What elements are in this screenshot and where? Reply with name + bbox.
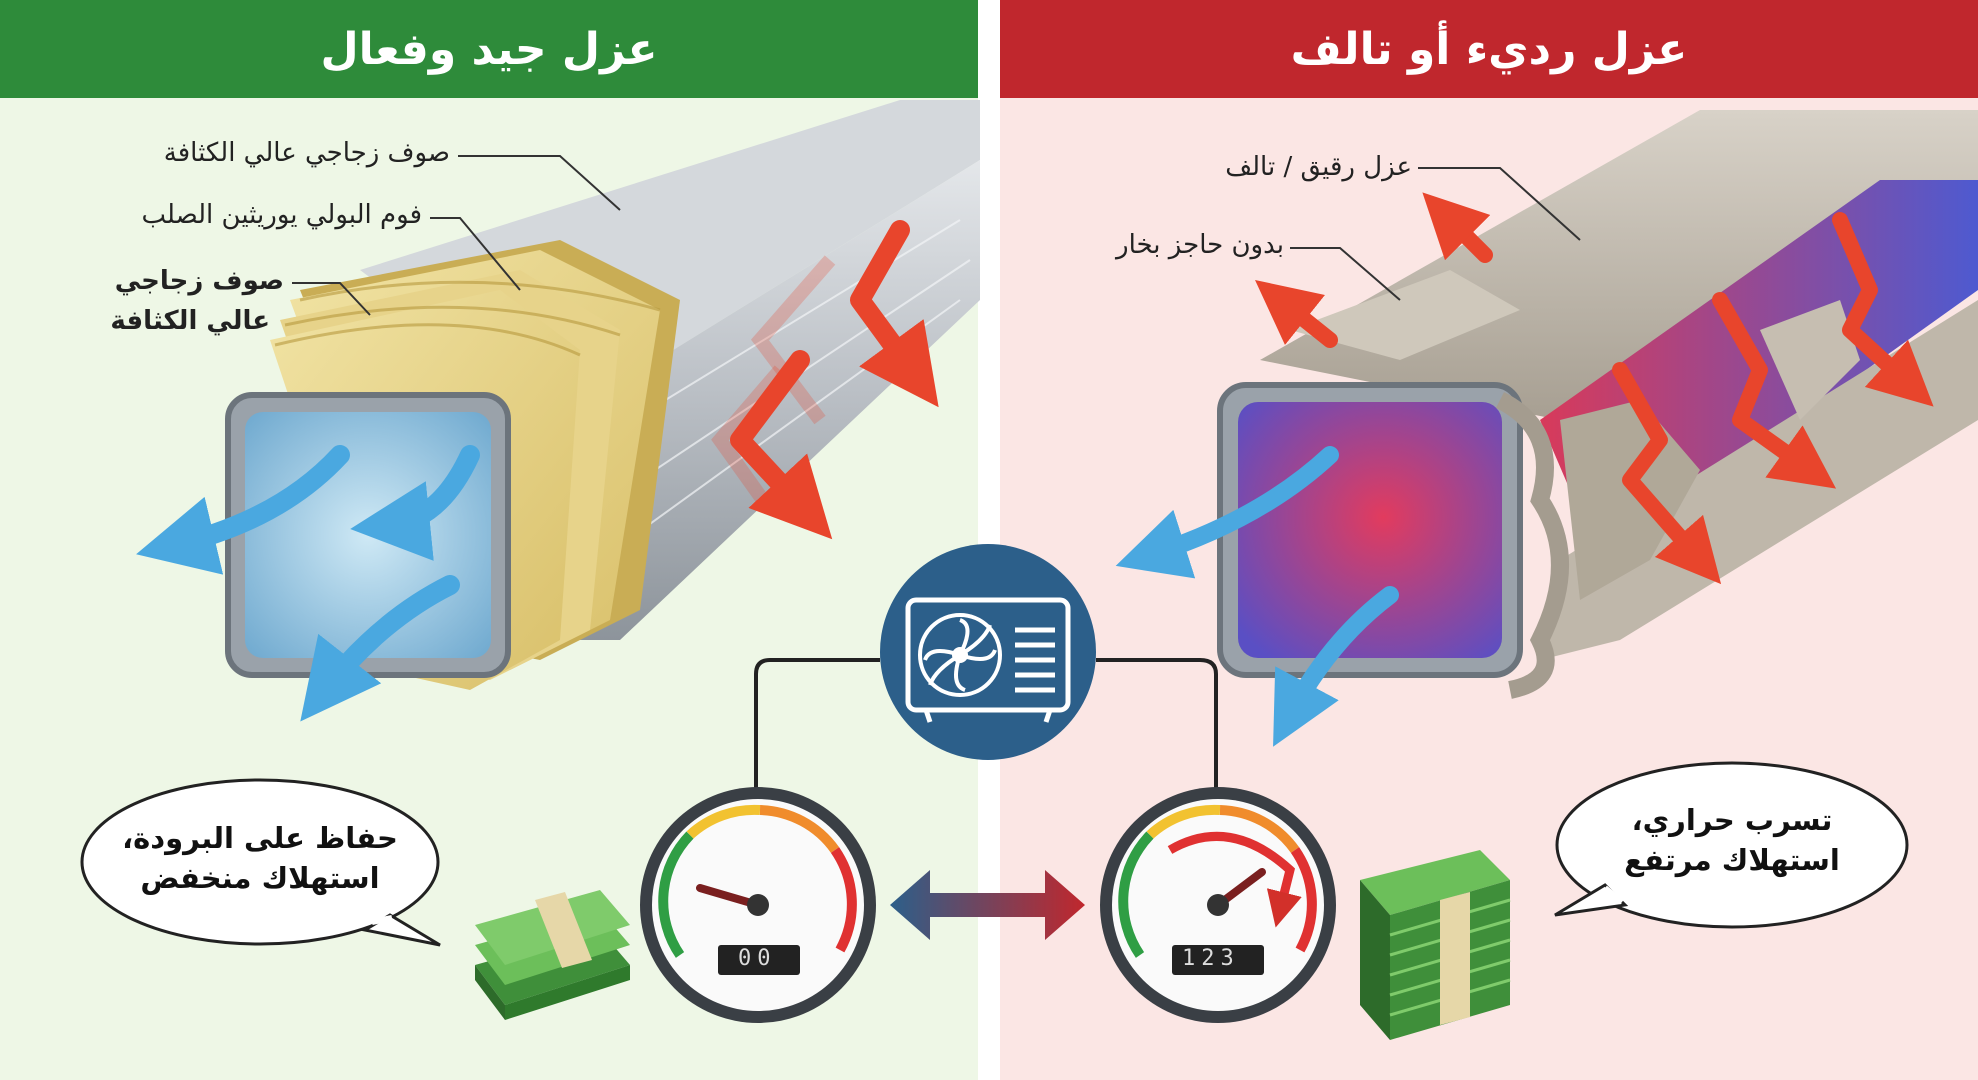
fan-icon	[918, 613, 1002, 697]
label-inner-glass-wool-1: صوف زجاجي	[114, 266, 284, 296]
gauge-high-icon	[1100, 787, 1336, 1023]
heat-leak-arrows	[1255, 192, 1934, 585]
good-bubble-line1: حفاظ على البرودة،	[122, 821, 398, 855]
bad-insulation-title: عزل رديء أو تالف	[1000, 0, 1978, 98]
bad-speech-bubble	[1554, 761, 1909, 929]
label-no-vapor-barrier: بدون حاجز بخار	[1116, 230, 1284, 260]
gauge-low-icon	[640, 787, 876, 1023]
panel-divider	[978, 0, 1000, 1080]
cold-air-arrows	[136, 445, 480, 722]
money-stack-small-icon	[475, 890, 630, 1020]
left-leader-lines	[292, 155, 621, 316]
good-duct-illustration	[225, 100, 980, 690]
good-insulation-title: عزل جيد وفعال	[0, 0, 978, 98]
good-bubble-line2: استهلاك منخفض	[140, 861, 380, 895]
bad-duct-illustration	[1217, 110, 1978, 699]
label-pu-foam: فوم البولي يوريثين الصلب	[141, 200, 422, 230]
bad-bubble-line2: استهلاك مرتفع	[1624, 843, 1840, 877]
ac-unit-icon	[880, 544, 1096, 760]
bad-bubble-line1: تسرب حراري،	[1631, 803, 1833, 837]
right-leader-lines	[1290, 167, 1581, 301]
label-outer-glass-wool: صوف زجاجي عالي الكثافة	[163, 138, 450, 168]
connection-lines	[754, 658, 1218, 790]
good-speech-bubble	[80, 778, 441, 947]
label-inner-glass-wool-2: عالي الكثافة	[110, 306, 270, 336]
cold-air-arrows-weak	[1115, 446, 1399, 747]
money-stack-large-icon	[1360, 850, 1511, 1040]
label-thin-insulation: عزل رقيق / تالف	[1225, 152, 1412, 182]
reflected-heat-arrows	[730, 220, 939, 540]
gauge-low-readout: 00	[738, 946, 777, 971]
double-arrow-icon	[890, 870, 1085, 940]
gauge-high-readout: 123	[1182, 946, 1240, 971]
